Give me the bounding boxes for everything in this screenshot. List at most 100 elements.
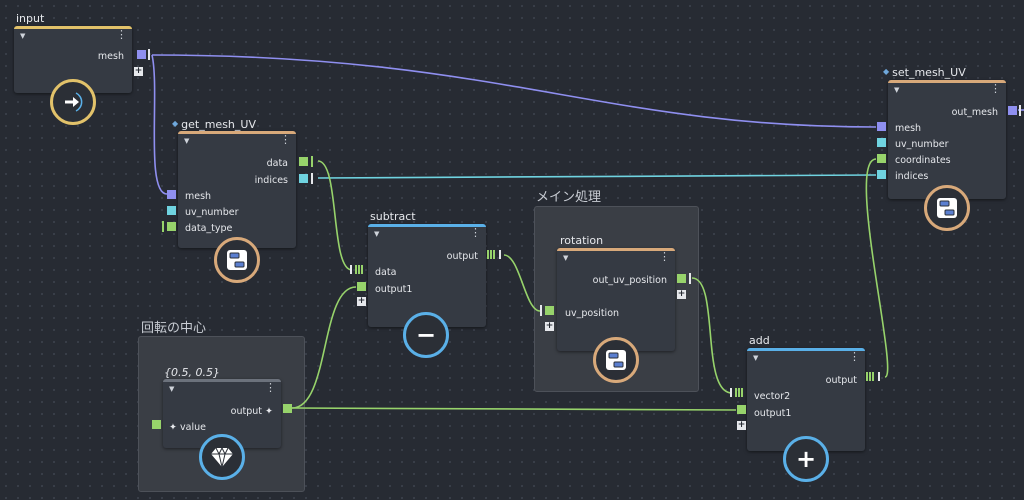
node-menu-icon[interactable] (470, 228, 480, 238)
constant-output-port[interactable] (283, 404, 292, 413)
wire-input-mesh-to-get-mesh[interactable] (151, 54, 168, 195)
get-mesh-mesh-input-port[interactable] (167, 190, 176, 199)
collapse-icon[interactable]: ▼ (184, 137, 190, 145)
set-mesh-out-mesh-output-port[interactable] (1008, 106, 1017, 115)
add-port-button[interactable]: + (134, 66, 143, 76)
port-bar (689, 273, 691, 284)
port-label-indices: indices (895, 171, 929, 182)
port-label-coordinates: coordinates (895, 155, 951, 166)
node-subtract[interactable]: ▼ output data output1 (368, 224, 486, 327)
port-label-vector2: vector2 (754, 391, 791, 402)
get-mesh-indices-output-port[interactable] (299, 174, 308, 183)
node-menu-icon[interactable] (280, 135, 290, 145)
rotation-uv-position-input-port[interactable] (545, 306, 554, 315)
get-mesh-uv-icon-button[interactable] (214, 237, 260, 283)
node-menu-icon[interactable] (659, 252, 669, 262)
port-label-indices: indices (254, 175, 288, 186)
port-label-mesh: mesh (185, 191, 212, 202)
node-add-title: add (749, 334, 770, 347)
set-mesh-indices-input-port[interactable] (877, 170, 886, 179)
node-menu-icon[interactable] (116, 30, 126, 40)
port-label-mesh: mesh (97, 51, 124, 62)
node-rotation-title: rotation (560, 234, 604, 247)
sparkle-icon: ✦ (169, 422, 177, 433)
collapse-icon[interactable]: ▼ (374, 230, 380, 238)
arrow-right-icon (65, 92, 83, 112)
add-output1-input-port[interactable] (737, 405, 746, 414)
node-set-mesh-uv-title: ◆set_mesh_UV (883, 66, 966, 79)
wire-rotation-to-add[interactable] (691, 277, 733, 394)
input-mesh-output-port[interactable] (137, 50, 146, 59)
add-port-button[interactable]: + (677, 289, 686, 299)
set-mesh-uv-number-input-port[interactable] (877, 138, 886, 147)
group-main-process-title: メイン処理 (536, 190, 602, 205)
port-label-output: output (825, 375, 857, 386)
get-mesh-data-type-input-port[interactable] (167, 222, 176, 231)
port-label-mesh: mesh (895, 123, 922, 134)
node-add[interactable]: ▼ output vector2 output1 (747, 348, 865, 451)
port-label-out-uv-position: out_uv_position (592, 275, 667, 286)
wire-input-mesh-to-set-mesh[interactable] (151, 54, 877, 128)
node-constant[interactable]: ▼ output ✦ ✦ value (163, 379, 281, 448)
set-mesh-uv-icon-button[interactable] (924, 185, 970, 231)
wire-constant-to-add[interactable] (291, 407, 737, 411)
set-mesh-mesh-input-port[interactable] (877, 122, 886, 131)
add-port-button[interactable]: + (545, 321, 554, 331)
compound-icon (937, 198, 957, 218)
collapse-icon[interactable]: ▼ (894, 86, 900, 94)
wire-subtract-to-rotation[interactable] (503, 254, 541, 312)
constant-icon-button[interactable] (199, 434, 245, 480)
rotation-icon-button[interactable] (593, 337, 639, 383)
node-constant-title: {0.5, 0.5} (164, 366, 220, 379)
add-port-button[interactable]: + (357, 296, 366, 306)
subtract-output-port[interactable] (487, 250, 502, 259)
node-menu-icon[interactable] (990, 84, 1000, 94)
collapse-icon[interactable]: ▼ (20, 32, 26, 40)
node-subtract-title: subtract (370, 210, 416, 223)
add-icon-button[interactable]: + (783, 436, 829, 482)
port-label-uv-number: uv_number (895, 139, 949, 150)
get-mesh-data-output-port[interactable] (299, 157, 308, 166)
port-label-out-mesh: out_mesh (951, 107, 998, 118)
collapse-icon[interactable]: ▼ (563, 254, 569, 262)
subtract-output1-input-port[interactable] (357, 282, 366, 291)
collapse-icon[interactable]: ▼ (169, 385, 175, 393)
port-bar (311, 156, 313, 167)
port-bar (162, 221, 164, 232)
port-label-data: data (266, 158, 288, 169)
compound-icon (227, 250, 247, 270)
port-label-data: data (375, 267, 397, 278)
subtract-data-input-port[interactable] (350, 265, 364, 274)
input-node-icon-button[interactable] (50, 79, 96, 125)
node-get-mesh-uv-title: ◆get_mesh_UV (172, 118, 256, 131)
port-bar (311, 173, 313, 184)
wire-add-to-coordinates[interactable] (865, 158, 889, 378)
wire-constant-to-subtract[interactable] (291, 286, 357, 409)
add-port-button[interactable]: + (737, 420, 746, 430)
port-bar (1019, 105, 1021, 116)
port-label-output1: output1 (375, 284, 413, 295)
port-label-output1: output1 (754, 408, 792, 419)
collapse-icon[interactable]: ▼ (753, 354, 759, 362)
get-mesh-uv-number-input-port[interactable] (167, 206, 176, 215)
port-bar (148, 49, 150, 60)
node-rotation[interactable]: ▼ out_uv_position uv_position (557, 248, 675, 351)
node-menu-icon[interactable] (265, 383, 275, 393)
group-rotation-center-title: 回転の中心 (141, 321, 207, 336)
constant-value-input-port[interactable] (152, 420, 161, 429)
rotation-output-port[interactable] (677, 274, 686, 283)
wire-data-to-subtract[interactable] (317, 160, 353, 271)
node-set-mesh-uv[interactable]: ▼ out_mesh mesh uv_number coordinates in… (888, 80, 1006, 199)
port-bar (540, 305, 542, 316)
node-get-mesh-uv[interactable]: ▼ data indices mesh uv_number data_type (178, 131, 296, 248)
node-menu-icon[interactable] (849, 352, 859, 362)
add-output-port[interactable] (866, 372, 881, 381)
compound-diamond-icon: ◆ (883, 67, 890, 76)
add-vector2-input-port[interactable] (730, 388, 744, 397)
port-label-uv-position: uv_position (565, 308, 620, 319)
wire-indices-to-set-indices[interactable] (317, 174, 877, 179)
subtract-icon-button[interactable]: − (403, 312, 449, 358)
set-mesh-coordinates-input-port[interactable] (877, 154, 886, 163)
compound-diamond-icon: ◆ (172, 119, 179, 128)
node-input-title: input (16, 12, 45, 25)
